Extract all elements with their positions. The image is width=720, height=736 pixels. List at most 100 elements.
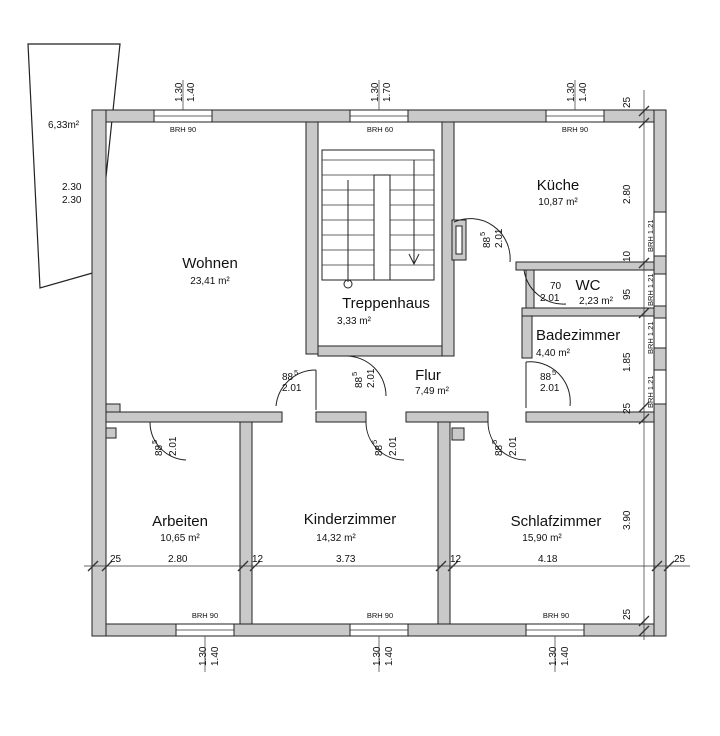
svg-text:2.01: 2.01 <box>494 228 505 248</box>
door-label-schlaf: 88 5 2.01 <box>490 436 519 456</box>
door-label-treppe: 88 5 2.01 <box>350 368 377 388</box>
window-brh-right-bad2: BRH 1.21 <box>646 375 655 408</box>
window-dim-bottom-arbeiten-a: 1.30 <box>198 646 209 666</box>
window-brh-right-bad1: BRH 1.21 <box>646 321 655 354</box>
interior-walls <box>105 121 655 625</box>
staircase <box>321 149 435 289</box>
dim-h-arbeiten: 2.80 <box>168 554 188 565</box>
room-area-kueche: 10,87 m² <box>538 197 578 208</box>
window-brh-bottom-schlaf: BRH 90 <box>543 611 569 620</box>
room-area-kinderzimmer: 14,32 m² <box>316 533 356 544</box>
room-area-treppenhaus: 3,33 m² <box>337 316 372 327</box>
window-bottom-schlaf <box>525 623 585 637</box>
room-area-wc: 2,23 m² <box>579 296 614 307</box>
svg-text:88: 88 <box>154 444 165 456</box>
svg-text:5: 5 <box>478 232 487 236</box>
dim-right-390: 3.90 <box>622 510 633 530</box>
door-label-kinder: 88 5 2.01 <box>370 436 399 456</box>
window-brh-bottom-arbeiten: BRH 90 <box>192 611 218 620</box>
svg-text:5: 5 <box>294 368 298 377</box>
svg-text:2.01: 2.01 <box>282 383 302 394</box>
door-label-bad: 88 5 2.01 <box>540 368 560 394</box>
room-area-wohnen: 23,41 m² <box>190 276 230 287</box>
svg-text:2.01: 2.01 <box>388 436 399 456</box>
dim-right-095: 95 <box>622 288 633 300</box>
dim-right-10: 10 <box>622 250 633 262</box>
balcony-dim-b: 2.30 <box>62 195 82 206</box>
svg-text:5: 5 <box>350 372 359 376</box>
window-bottom-kinder <box>349 623 409 637</box>
door-label-wohnen: 88 5 2.01 <box>282 368 302 394</box>
window-brh-bottom-kinder: BRH 90 <box>367 611 393 620</box>
door-label-kueche: 88 5 2.01 <box>478 228 505 248</box>
svg-text:2.01: 2.01 <box>540 383 560 394</box>
svg-text:5: 5 <box>370 440 379 444</box>
room-name-kinderzimmer: Kinderzimmer <box>304 511 397 528</box>
window-top-kueche <box>545 109 605 123</box>
window-dim-bottom-arbeiten-b: 1.40 <box>210 646 221 666</box>
window-dim-top-treppe-b: 1.70 <box>382 82 393 102</box>
window-brh-top-kueche: BRH 90 <box>562 125 588 134</box>
window-right-set <box>653 211 667 405</box>
svg-text:5: 5 <box>150 440 159 444</box>
room-name-flur: Flur <box>415 367 441 384</box>
room-name-arbeiten: Arbeiten <box>152 513 208 530</box>
svg-text:88: 88 <box>354 376 365 388</box>
window-brh-top-wohnen: BRH 90 <box>170 125 196 134</box>
window-bottom-arbeiten <box>175 623 235 637</box>
dim-h-left: 25 <box>110 554 122 565</box>
dim-h-schlaf: 4.18 <box>538 554 558 565</box>
svg-text:70: 70 <box>550 281 562 292</box>
svg-text:88: 88 <box>282 372 294 383</box>
room-area-arbeiten: 10,65 m² <box>160 533 200 544</box>
room-name-treppenhaus: Treppenhaus <box>342 295 430 312</box>
svg-text:5: 5 <box>552 368 556 377</box>
window-dim-bottom-schlaf-a: 1.30 <box>548 646 559 666</box>
room-name-wc: WC <box>576 277 601 294</box>
dim-right-25b: 25 <box>622 402 633 414</box>
window-brh-top-treppe: BRH 60 <box>367 125 393 134</box>
balcony-dim-a: 2.30 <box>62 182 82 193</box>
window-dim-top-wohnen-b: 1.40 <box>186 82 197 102</box>
dim-right-top: 25 <box>622 96 633 108</box>
room-area-badezimmer: 4,40 m² <box>536 348 571 359</box>
window-dim-top-treppe-a: 1.30 <box>370 82 381 102</box>
svg-text:2.01: 2.01 <box>168 436 179 456</box>
svg-text:88: 88 <box>482 236 493 248</box>
door-swings <box>149 218 571 461</box>
svg-text:2.01: 2.01 <box>366 368 377 388</box>
door-label-arbeiten: 88 5 2.01 <box>150 436 179 456</box>
window-top-wohnen <box>153 109 213 123</box>
room-name-schlafzimmer: Schlafzimmer <box>511 513 602 530</box>
window-top-treppe <box>349 109 409 123</box>
svg-text:88: 88 <box>374 444 385 456</box>
room-name-kueche: Küche <box>537 177 580 194</box>
dim-h-12a: 12 <box>252 554 264 565</box>
svg-text:2.01: 2.01 <box>540 293 560 304</box>
dimension-lines <box>84 80 690 672</box>
window-dim-top-kueche-b: 1.40 <box>578 82 589 102</box>
window-dim-bottom-schlaf-b: 1.40 <box>560 646 571 666</box>
window-dim-top-wohnen-a: 1.30 <box>174 82 185 102</box>
svg-text:88: 88 <box>494 444 505 456</box>
dim-right-185: 1.85 <box>622 352 633 372</box>
svg-text:88: 88 <box>540 372 552 383</box>
dim-right-kueche: 2.80 <box>622 184 633 204</box>
room-area-flur: 7,49 m² <box>415 386 450 397</box>
dim-h-right: 25 <box>674 554 686 565</box>
balcony-area: 6,33m² <box>48 120 80 131</box>
room-name-wohnen: Wohnen <box>182 255 238 272</box>
dim-h-12b: 12 <box>450 554 462 565</box>
window-brh-right-kueche: BRH 1.21 <box>646 219 655 252</box>
svg-text:2.01: 2.01 <box>508 436 519 456</box>
window-dim-top-kueche-a: 1.30 <box>566 82 577 102</box>
svg-text:5: 5 <box>490 440 499 444</box>
door-label-wc: 70 2.01 <box>540 281 562 304</box>
window-dim-bottom-kinder-a: 1.30 <box>372 646 383 666</box>
room-area-schlafzimmer: 15,90 m² <box>522 533 562 544</box>
dim-right-bottom: 25 <box>622 608 633 620</box>
window-dim-bottom-kinder-b: 1.40 <box>384 646 395 666</box>
window-brh-right-wc: BRH 1.21 <box>646 273 655 306</box>
dim-h-kinder: 3.73 <box>336 554 356 565</box>
